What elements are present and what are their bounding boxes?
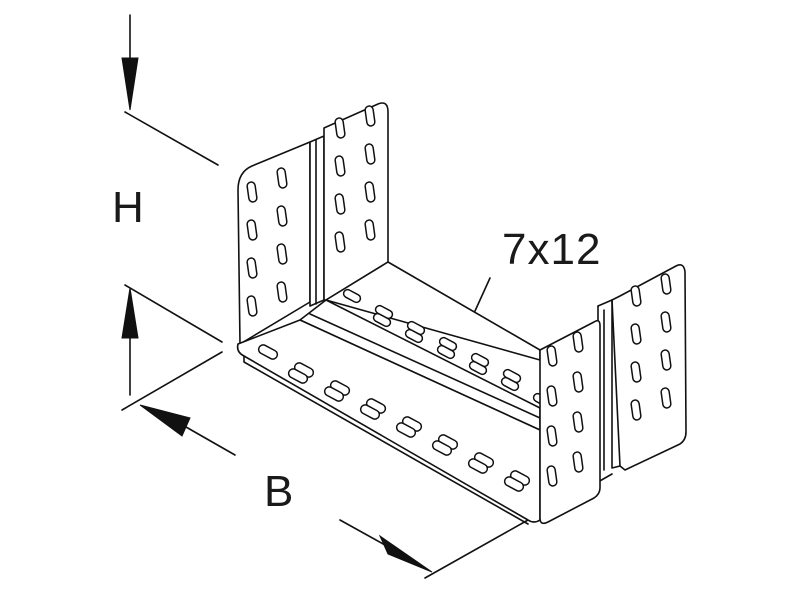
slot-hole: [372, 312, 392, 328]
slot-hole: [359, 404, 381, 420]
slot-hole: [276, 205, 288, 227]
slot-hole: [257, 344, 279, 360]
slot-hole: [334, 193, 346, 215]
right-side-wall: [597, 264, 687, 483]
right-front-wall: [539, 319, 601, 525]
width-ext-line-right: [424, 519, 529, 579]
slot-hole: [630, 361, 642, 383]
slot-hole: [364, 105, 376, 127]
slot-hole: [334, 155, 346, 177]
slot-hole: [287, 368, 309, 384]
slot-hole: [660, 311, 672, 333]
height-label: H: [112, 183, 144, 232]
width-label: B: [264, 467, 294, 516]
height-ext-line-bottom: [124, 284, 223, 343]
slot-hole: [546, 345, 558, 367]
left-side-wall: [237, 102, 389, 345]
slot-hole: [364, 181, 376, 203]
slot-hole: [572, 331, 584, 353]
slot-hole: [246, 295, 258, 317]
slot-hole: [572, 411, 584, 433]
slot-hole: [276, 167, 288, 189]
slot-hole: [276, 281, 288, 303]
slot-hole: [431, 440, 453, 456]
slot-hole: [364, 219, 376, 241]
slot-hole: [246, 257, 258, 279]
slot-hole: [364, 143, 376, 165]
slot-hole: [572, 371, 584, 393]
height-dimension: [121, 14, 223, 396]
right-front-wall-slots: [546, 331, 584, 487]
height-ext-line-top: [124, 111, 219, 166]
slot-hole: [323, 386, 345, 402]
slot-hole: [546, 385, 558, 407]
slot-hole: [467, 458, 489, 474]
slot-hole: [395, 422, 417, 438]
width-arrow-right: [378, 534, 433, 573]
slot-hole: [404, 328, 424, 344]
slot-hole: [468, 360, 488, 376]
width-leader-left: [185, 426, 236, 456]
slot-hole: [503, 476, 525, 492]
height-arrow-bottom: [121, 287, 139, 339]
slot-size-label: 7x12: [502, 225, 602, 274]
slot-hole: [660, 273, 672, 295]
slot-hole: [246, 219, 258, 241]
width-arrow-left: [139, 404, 191, 437]
slot-hole: [630, 323, 642, 345]
slot-hole: [572, 451, 584, 473]
slot-hole: [546, 425, 558, 447]
height-arrow-top: [121, 57, 139, 111]
left-wall-slots: [246, 105, 376, 317]
slot-hole: [334, 231, 346, 253]
slot-hole: [546, 465, 558, 487]
slot-hole: [276, 243, 288, 265]
right-wall-slots: [630, 273, 672, 421]
width-leader-right: [339, 519, 386, 546]
slot-hole: [660, 387, 672, 409]
slot-hole: [500, 376, 520, 392]
slot-hole: [630, 285, 642, 307]
slot-hole: [630, 399, 642, 421]
slot-hole: [334, 117, 346, 139]
slot-hole: [246, 181, 258, 203]
slot-hole: [660, 349, 672, 371]
width-dimension: [121, 351, 529, 579]
slot-hole: [342, 288, 362, 304]
width-ext-line-left: [121, 351, 223, 411]
base-tray: [236, 261, 561, 525]
slot-hole: [436, 344, 456, 360]
